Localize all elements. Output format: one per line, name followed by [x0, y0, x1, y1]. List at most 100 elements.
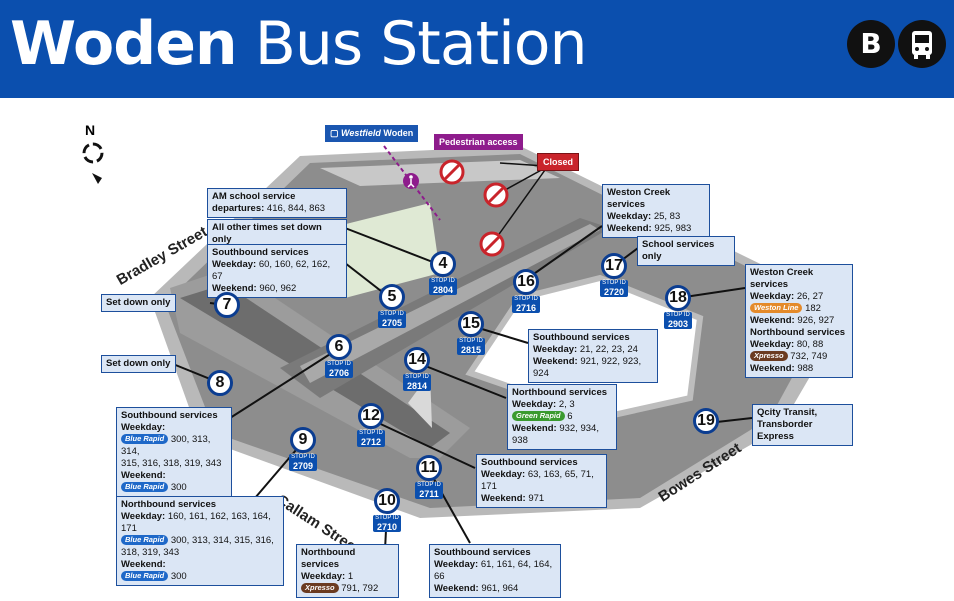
page-title: Woden Bus Station [10, 4, 588, 84]
stop-id-label: STOP ID [291, 454, 315, 460]
stop-16-marker[interactable]: 16 [513, 269, 539, 295]
rapid-b-icon: B [847, 20, 895, 68]
compass-icon [82, 142, 104, 184]
sb9-weekday-routes: 300, 313, 314, [121, 434, 211, 457]
sb5-weekday-routes: 60, 160, 62, 162, 67 [212, 259, 331, 282]
am-school-routes: 416, 844, 863 [266, 203, 326, 214]
sb5-weekend-routes: 960, 962 [259, 283, 297, 294]
label-school17: School services only [637, 236, 735, 266]
sb11-weekend: Weekend: [434, 583, 479, 594]
stop-4-marker[interactable]: 4 [430, 251, 456, 277]
pedestrian-path [383, 145, 441, 221]
xpresso-badge: Xpresso [750, 351, 788, 362]
sb12-weekend-routes: 971 [528, 493, 545, 504]
nb14-weekday-routes-2: 6 [567, 411, 573, 422]
stop-id-label: STOP ID [380, 311, 404, 317]
label-sb15: Southbound services Weekday: 21, 22, 23,… [528, 329, 658, 383]
no-entry-icon-3 [479, 231, 505, 257]
bus-glyph-icon [912, 31, 932, 59]
sb11-heading: Southbound services [434, 547, 531, 558]
header-bar: Woden Bus Station B [0, 0, 954, 98]
westfield-icon: ▢ [330, 128, 342, 138]
nbc-weekend-routes: 300 [170, 571, 187, 582]
label-setdown-7: Set down only [101, 294, 176, 312]
label-sb12: Southbound services Weekday: 63, 163, 65… [476, 454, 607, 508]
stop-6-marker[interactable]: 6 [326, 334, 352, 360]
label-nb-callam: Northbound services Weekday: 160, 161, 1… [116, 496, 284, 586]
stop-id-label: STOP ID [666, 312, 690, 318]
wc18-weekend: Weekend: [750, 315, 795, 326]
wc18-weekday-routes-2: 182 [805, 303, 821, 314]
nb14-weekend-routes: 932, 934, 938 [512, 423, 599, 446]
stop-id-label: STOP ID [431, 278, 455, 284]
wc18-weekday-routes-3: 80, 88 [796, 339, 824, 350]
stop-8-marker[interactable]: 8 [207, 370, 233, 396]
stop-9-marker[interactable]: 9 [290, 427, 316, 453]
wc16-weekend: Weekend: [607, 223, 652, 234]
stop-15-marker[interactable]: 15 [458, 311, 484, 337]
stop-15-id-value: 2815 [460, 345, 482, 355]
stop-id-label: STOP ID [459, 338, 483, 344]
stop-19-marker[interactable]: 19 [693, 408, 719, 434]
sb5-heading: Southbound services [212, 247, 309, 258]
title-rest: Bus Station [254, 9, 588, 79]
wc18-weekend-2: Weekend: [750, 363, 795, 374]
sb12-heading: Southbound services [481, 457, 578, 468]
label-sb9: Southbound services Weekday: Blue Rapid … [116, 407, 232, 497]
wc18-heading: Weston Creek services [750, 267, 814, 290]
xpresso-badge: Xpresso [301, 583, 339, 594]
stop-12-marker[interactable]: 12 [358, 403, 384, 429]
stop-id-label: STOP ID [375, 515, 399, 521]
stop-5-marker[interactable]: 5 [379, 284, 405, 310]
stop-14-marker[interactable]: 14 [404, 347, 430, 373]
stop-11-marker[interactable]: 11 [416, 455, 442, 481]
sb9-weekend: Weekend: [121, 470, 166, 481]
sb5-weekday: Weekday: [212, 259, 257, 270]
sb11-weekend-routes: 961, 964 [481, 583, 519, 594]
label-sb5: Southbound services Weekday: 60, 160, 62… [207, 244, 347, 298]
stop-18-marker[interactable]: 18 [665, 285, 691, 311]
pointer-am [344, 227, 444, 267]
sb5-weekend: Weekend: [212, 283, 257, 294]
stop-17-marker[interactable]: 17 [601, 253, 627, 279]
no-entry-icon-1 [439, 159, 465, 185]
closed-tag: Closed [537, 153, 580, 171]
sb15-heading: Southbound services [533, 332, 630, 343]
am-school-title: AM school service [212, 191, 296, 202]
wc16-weekend-routes: 925, 983 [654, 223, 692, 234]
stop-4-id-value: 2804 [432, 285, 454, 295]
green-lawn [330, 203, 440, 298]
label-nb10: Northbound services Weekday: 1 Xpresso 7… [296, 544, 399, 598]
wc16-weekday: Weekday: [607, 211, 652, 222]
compass-north-label: N [85, 122, 96, 138]
nbc-heading: Northbound services [121, 499, 217, 510]
wc18-weekend-routes: 926, 927 [797, 315, 835, 326]
pointer-closed-3 [491, 169, 546, 245]
sb9-weekend-routes: 300 [170, 482, 187, 493]
pedestrian-access-tag: Pedestrian access [434, 134, 523, 150]
sb15-weekday: Weekday: [533, 344, 578, 355]
blue-rapid-badge: Blue Rapid [121, 535, 169, 546]
westfield-name: Woden [383, 128, 414, 138]
label-setdown-8: Set down only [101, 355, 176, 373]
nb10-weekday-routes: 1 [347, 571, 354, 582]
wc18-heading-2: Northbound services [750, 327, 846, 338]
blue-rapid-badge: Blue Rapid [121, 434, 169, 445]
pointer-nb-callam [254, 442, 303, 499]
sb15-weekend: Weekend: [533, 356, 578, 367]
stop-7-marker[interactable]: 7 [214, 292, 240, 318]
nbc-weekend: Weekend: [121, 559, 166, 570]
stop-id-label: STOP ID [514, 296, 538, 302]
stop-10-marker[interactable]: 10 [374, 488, 400, 514]
nbc-weekday: Weekday: [121, 511, 166, 522]
stop-16-id-value: 2716 [515, 303, 537, 313]
qcity-line-2: Transborder Express [757, 419, 813, 442]
